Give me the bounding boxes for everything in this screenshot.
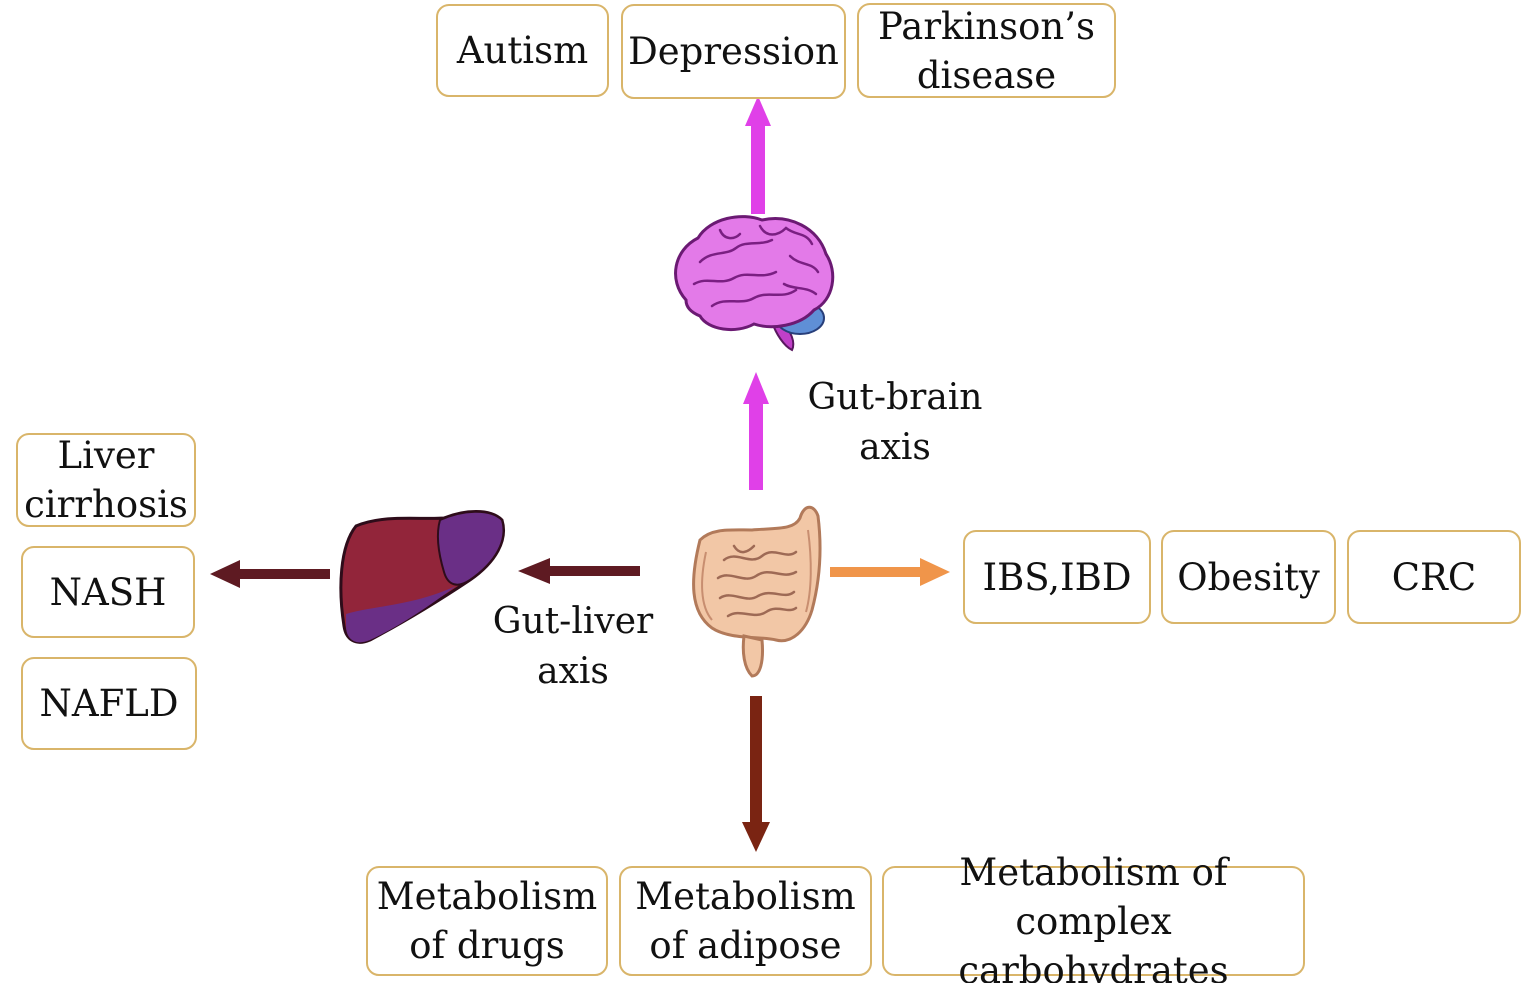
autism-box: Autism <box>436 4 609 97</box>
crc-box: CRC <box>1347 530 1521 624</box>
gut-brain-arrow <box>743 372 769 490</box>
ibs-ibd-box: IBS,IBD <box>963 530 1151 624</box>
drugs-label-line1: Metabolism <box>376 875 598 918</box>
parkinsons-label-line2: disease <box>916 53 1057 97</box>
parkinsons-box: Parkinson’s disease <box>857 3 1116 98</box>
obesity-label: Obesity <box>1177 555 1320 599</box>
gut-brain-label-line2: axis <box>859 427 931 468</box>
depression-box: Depression <box>621 4 846 99</box>
metabolism-adipose-box: Metabolism of adipose <box>619 866 872 976</box>
gut-liver-arrow <box>518 558 640 584</box>
parkinsons-label-line1: Parkinson’s <box>878 4 1095 48</box>
carbohydrates-label-line1: Metabolism of <box>959 850 1228 894</box>
nash-label: NASH <box>49 570 167 614</box>
liver-icon <box>339 510 505 644</box>
adipose-label-line1: Metabolism <box>635 875 856 918</box>
crc-label: CRC <box>1391 555 1477 599</box>
liver-cirrhosis-box: Liver cirrhosis <box>16 433 196 527</box>
metabolism-arrow <box>742 696 770 852</box>
gut-brain-axis-label: Gut-brain axis <box>800 373 990 473</box>
autism-label: Autism <box>456 29 589 72</box>
brain-outcome-arrow <box>745 96 771 214</box>
cirrhosis-label-line2: cirrhosis <box>24 483 188 526</box>
gut-disease-arrow <box>830 558 950 586</box>
drugs-label-line2: of drugs <box>409 924 565 967</box>
liver-outcome-arrow <box>210 560 330 588</box>
adipose-label-line2: of adipose <box>649 924 842 967</box>
ibs-ibd-label: IBS,IBD <box>982 555 1132 599</box>
depression-label: Depression <box>628 30 839 73</box>
gut-brain-label-line1: Gut-brain <box>807 377 983 418</box>
nafld-box: NAFLD <box>21 657 197 750</box>
gut-liver-label-line2: axis <box>537 651 609 692</box>
metabolism-drugs-box: Metabolism of drugs <box>366 866 608 976</box>
brain-icon <box>674 215 835 352</box>
cirrhosis-label-line1: Liver <box>57 434 155 477</box>
metabolism-carbohydrates-box: Metabolism of complex carbohydrates <box>882 851 1305 983</box>
obesity-box: Obesity <box>1161 530 1336 624</box>
carbohydrates-label-line2: complex carbohydrates <box>958 899 1229 983</box>
gut-liver-label-line1: Gut-liver <box>492 601 654 642</box>
intestine-icon <box>692 505 822 678</box>
nash-box: NASH <box>21 546 195 638</box>
nafld-label: NAFLD <box>39 682 179 725</box>
gut-liver-axis-label: Gut-liver axis <box>483 597 663 697</box>
